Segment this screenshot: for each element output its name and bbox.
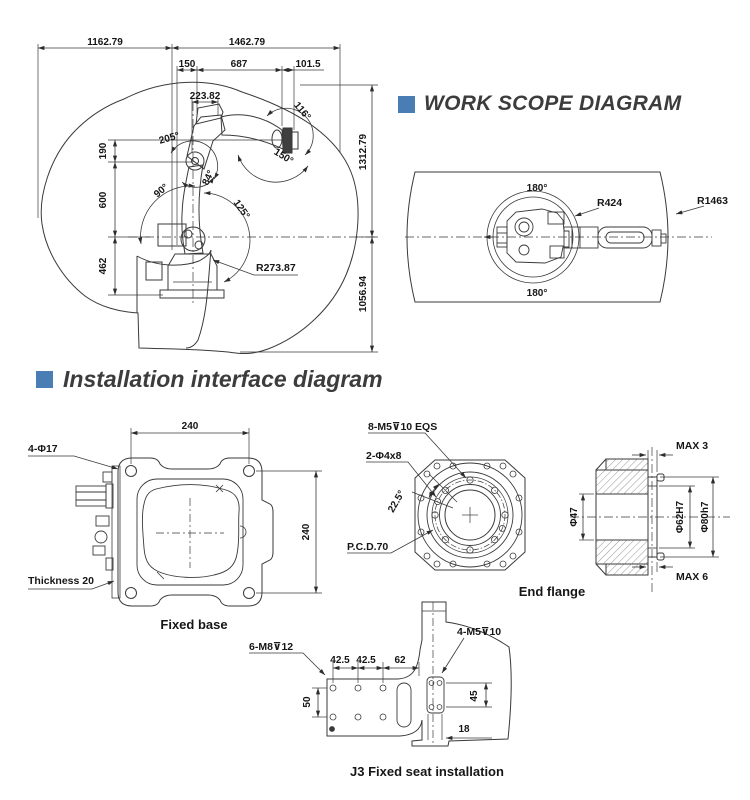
label-4m5: 4-M5⊽10	[457, 626, 501, 638]
dim-1462: 1462.79	[229, 37, 266, 48]
dim-50: 50	[302, 696, 313, 708]
leader-pcd	[347, 529, 434, 554]
angle-205: 205°	[158, 130, 181, 146]
fixed-base-labels: 4-Φ17 240 240 Thickness 20 Fixed base	[28, 421, 312, 632]
installation-heading: Installation interface diagram	[36, 366, 383, 393]
dim-r1463: R1463	[697, 195, 728, 207]
dim-r424: R424	[597, 197, 622, 209]
side-view-labels: 1162.79 1462.79 150 687 101.5 223.82 116…	[87, 37, 369, 312]
angle-180-top: 180°	[527, 183, 548, 194]
dim-1312: 1312.79	[358, 133, 369, 170]
dim-101: 101.5	[295, 59, 320, 70]
label-max3: MAX 3	[676, 440, 708, 452]
dim-42b: 42.5	[356, 655, 376, 666]
blue-square-bullet-icon	[36, 371, 53, 388]
tool-flange	[282, 127, 293, 154]
dim-base-width: 240	[182, 421, 199, 432]
base-side-connector	[75, 471, 114, 571]
dim-600: 600	[98, 191, 109, 208]
angle-180-bottom: 180°	[527, 288, 548, 299]
dim-1162: 1162.79	[87, 37, 123, 48]
dim-687: 687	[231, 59, 248, 70]
dim-42a: 42.5	[330, 655, 350, 666]
fixed-base-outline	[117, 457, 274, 607]
j3-m5-plate	[426, 676, 445, 714]
leader-r424	[574, 207, 600, 217]
label-max6: MAX 6	[676, 571, 708, 583]
leader-4m5	[441, 637, 465, 674]
dim-phi47: Φ47	[569, 507, 580, 527]
top-view-boundary	[406, 171, 669, 303]
work-scope-heading-text: WORK SCOPE DIAGRAM	[424, 92, 682, 115]
angle-116: 116°	[291, 100, 312, 122]
dim-62: 62	[394, 655, 406, 666]
label-6m8: 6-M8⊽12	[249, 641, 293, 653]
dim-190: 190	[98, 142, 109, 159]
dim-phi80: Φ80h7	[700, 501, 711, 532]
robot-arm-top	[496, 208, 667, 264]
leader-thickness	[28, 580, 115, 590]
flange-m5-holes	[431, 476, 509, 554]
label-2phi4: 2-Φ4x8	[366, 450, 402, 462]
leader-6m8	[249, 652, 326, 676]
j3-seat-view	[249, 601, 512, 747]
top-view-labels: 180° 180° R424 R1463	[527, 183, 728, 299]
section-hatching	[596, 459, 648, 575]
caption-j3: J3 Fixed seat installation	[350, 764, 504, 779]
j3-outline	[326, 601, 512, 747]
dim-18: 18	[458, 724, 470, 735]
j3-labels: 6-M8⊽12 4-M5⊽10 42.5 42.5 62 50 45 18 J3…	[249, 626, 504, 779]
dim-1056: 1056.94	[358, 275, 369, 312]
dim-base-height: 240	[301, 523, 312, 540]
robot-base-plate	[159, 289, 225, 299]
angle-arcs-side	[138, 107, 314, 283]
work-scope-top-view	[405, 171, 712, 303]
flange-outer-holes	[417, 462, 523, 568]
label-thickness: Thickness 20	[28, 575, 94, 587]
label-225deg: 22.5°	[386, 489, 407, 515]
centerlines-side	[128, 102, 378, 306]
caption-end-flange: End flange	[519, 584, 585, 599]
fixed-base-view	[28, 428, 322, 607]
work-scope-heading: WORK SCOPE DIAGRAM	[398, 92, 681, 116]
caption-fixed-base: Fixed base	[160, 617, 227, 632]
leader-4phi17	[28, 455, 119, 470]
label-8m5: 8-M5⊽10 EQS	[368, 421, 437, 433]
angle-90: 90°	[152, 182, 171, 200]
angle-84: 84°	[201, 169, 217, 187]
installation-heading-text: Installation interface diagram	[63, 366, 383, 392]
leader-8m5	[368, 432, 467, 479]
dimension-lines-side	[38, 45, 375, 352]
leader-2phi4	[366, 461, 437, 498]
blue-square-bullet-icon	[398, 95, 415, 113]
j3-holes	[329, 684, 387, 732]
dim-150: 150	[179, 59, 196, 70]
angle-125: 125°	[231, 198, 252, 221]
label-4phi17: 4-Φ17	[28, 443, 58, 455]
leader-r273	[212, 259, 298, 276]
end-flange-front-view	[347, 432, 526, 571]
leader-r1463	[675, 205, 705, 215]
flange-plate-outline	[414, 459, 526, 571]
dim-223: 223.82	[190, 91, 221, 102]
end-flange-labels: 8-M5⊽10 EQS 2-Φ4x8 22.5° P.C.D.70 MAX 3 …	[347, 421, 711, 599]
dim-45: 45	[469, 690, 480, 702]
end-flange-section-view	[570, 447, 730, 592]
dim-462: 462	[98, 257, 109, 274]
label-pcd70: P.C.D.70	[347, 541, 388, 553]
dim-phi62: Φ62H7	[675, 501, 686, 534]
dim-r273: R273.87	[256, 262, 296, 274]
work-scope-side-view	[37, 44, 378, 355]
